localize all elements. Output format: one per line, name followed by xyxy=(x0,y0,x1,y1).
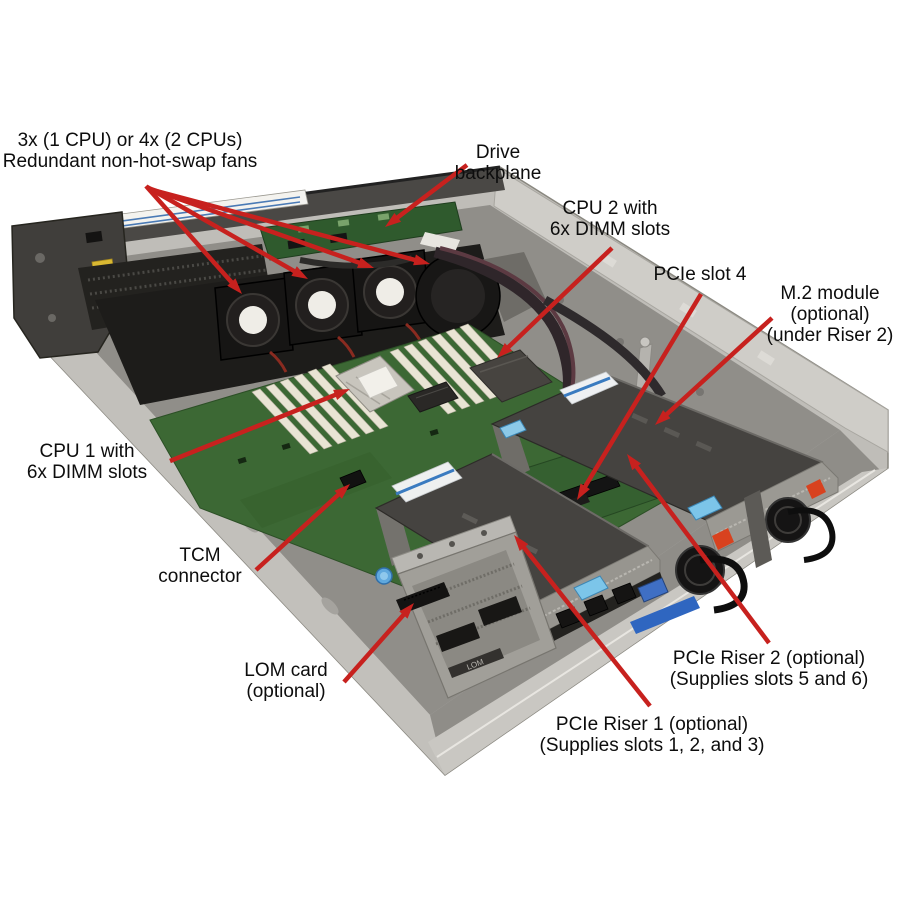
board-chip xyxy=(281,442,291,451)
riser2-vent xyxy=(695,440,713,452)
board-chip xyxy=(237,456,247,465)
arrowhead-pcie-riser-1-0 xyxy=(514,535,529,551)
arrowhead-drive-backplane-0 xyxy=(385,212,402,227)
arrowhead-redundant-fans-1 xyxy=(291,266,308,279)
standoff xyxy=(696,388,704,396)
arrow-tcm-connector-0 xyxy=(254,489,345,572)
tcm-area xyxy=(240,452,392,528)
arrowhead-lom-card-0 xyxy=(399,603,414,619)
pull-tape xyxy=(420,232,460,252)
riser2-label-stripe xyxy=(563,376,611,398)
psu2-handle xyxy=(787,507,836,563)
backplane-chip xyxy=(337,219,350,227)
arrowhead-cpu1-dimm-0 xyxy=(333,389,350,401)
keyhole xyxy=(417,553,423,559)
arrowhead-redundant-fans-2 xyxy=(357,257,374,268)
bezel-latch xyxy=(85,230,103,244)
riser2-blue-clip xyxy=(499,419,527,439)
arrow-cpu2-dimm-0 xyxy=(502,246,614,353)
lom-port-cutout xyxy=(436,622,480,652)
riser1-blue-tab xyxy=(573,575,609,601)
arrowhead-pcie-slot-4-0 xyxy=(577,483,590,500)
dimm-slots-cpu1 xyxy=(251,363,389,455)
wall-tab xyxy=(757,350,775,366)
board-chip xyxy=(429,428,439,437)
arrow-layer xyxy=(144,163,774,708)
front-board-strip xyxy=(240,452,392,528)
wall-slot xyxy=(321,597,339,615)
arrowhead-cpu2-dimm-0 xyxy=(497,342,513,358)
wall-tab xyxy=(679,302,697,318)
riser1-vent xyxy=(461,512,479,525)
riser1-label-stripe xyxy=(395,468,455,496)
fan-label xyxy=(376,278,404,306)
fan-label xyxy=(308,291,336,319)
lom-port-cutout xyxy=(478,596,522,626)
riser2-vent xyxy=(631,412,649,424)
arrowhead-redundant-fans-0 xyxy=(227,278,242,294)
arrow-cpu1-dimm-0 xyxy=(169,390,342,464)
riser1-support xyxy=(376,498,412,566)
arrowhead-tcm-connector-0 xyxy=(334,484,350,499)
arrowhead-redundant-fans-3 xyxy=(413,254,430,266)
arrow-redundant-fans-0 xyxy=(144,184,238,289)
keyhole xyxy=(481,530,487,536)
fan-label xyxy=(239,306,267,334)
psu-area xyxy=(675,479,836,614)
arrow-pcie-slot-4-0 xyxy=(580,292,703,493)
rj45-port xyxy=(611,582,637,605)
vga-port xyxy=(637,577,669,603)
blue-port-bar xyxy=(630,596,700,634)
arrow-pcie-riser-2-0 xyxy=(631,460,771,645)
vent-dots xyxy=(87,254,263,282)
backplane-chip xyxy=(377,213,390,221)
arrow-pcie-riser-1-0 xyxy=(518,541,652,708)
cpu1-heatsink xyxy=(335,355,415,413)
cpu2-heatsink xyxy=(469,349,553,403)
aux-heatsink xyxy=(407,381,459,413)
arrowhead-m2-module-0 xyxy=(655,410,671,425)
psu1-handle xyxy=(699,555,748,614)
psu1-release-tab xyxy=(712,528,734,550)
bezel-screw xyxy=(48,314,56,322)
lom-label-bar xyxy=(448,648,504,678)
arrow-redundant-fans-2 xyxy=(147,185,366,267)
arrow-redundant-fans-1 xyxy=(145,185,301,276)
psu-divider xyxy=(744,490,772,568)
riser1-roof-edge xyxy=(491,453,649,547)
psu2-release-tab xyxy=(806,479,826,499)
tcm-connector-part xyxy=(339,469,367,491)
fan-1 xyxy=(214,277,294,373)
riser2-blue-tab xyxy=(687,495,723,521)
arrow-lom-card-0 xyxy=(342,608,410,684)
fan-wire xyxy=(269,350,288,373)
bezel-screw xyxy=(35,253,45,263)
lom-area: LOM xyxy=(375,515,700,699)
psu2-fan xyxy=(765,497,811,543)
lom-holes xyxy=(427,584,523,624)
riser2-vent xyxy=(663,426,681,438)
arrowhead-pcie-riser-2-0 xyxy=(627,454,642,471)
arrow-m2-module-0 xyxy=(660,316,774,420)
cpu1-heatsink-label xyxy=(357,365,399,399)
arrow-drive-backplane-0 xyxy=(391,163,469,223)
front-left-wall xyxy=(18,322,445,775)
front-top-rail xyxy=(18,167,505,256)
arrow-redundant-fans-3 xyxy=(148,186,421,264)
fan-2 xyxy=(283,262,363,358)
rj45-port xyxy=(583,594,609,617)
keyhole xyxy=(449,541,455,547)
riser2-roof-edge xyxy=(603,373,823,463)
fan-wire xyxy=(337,335,356,358)
